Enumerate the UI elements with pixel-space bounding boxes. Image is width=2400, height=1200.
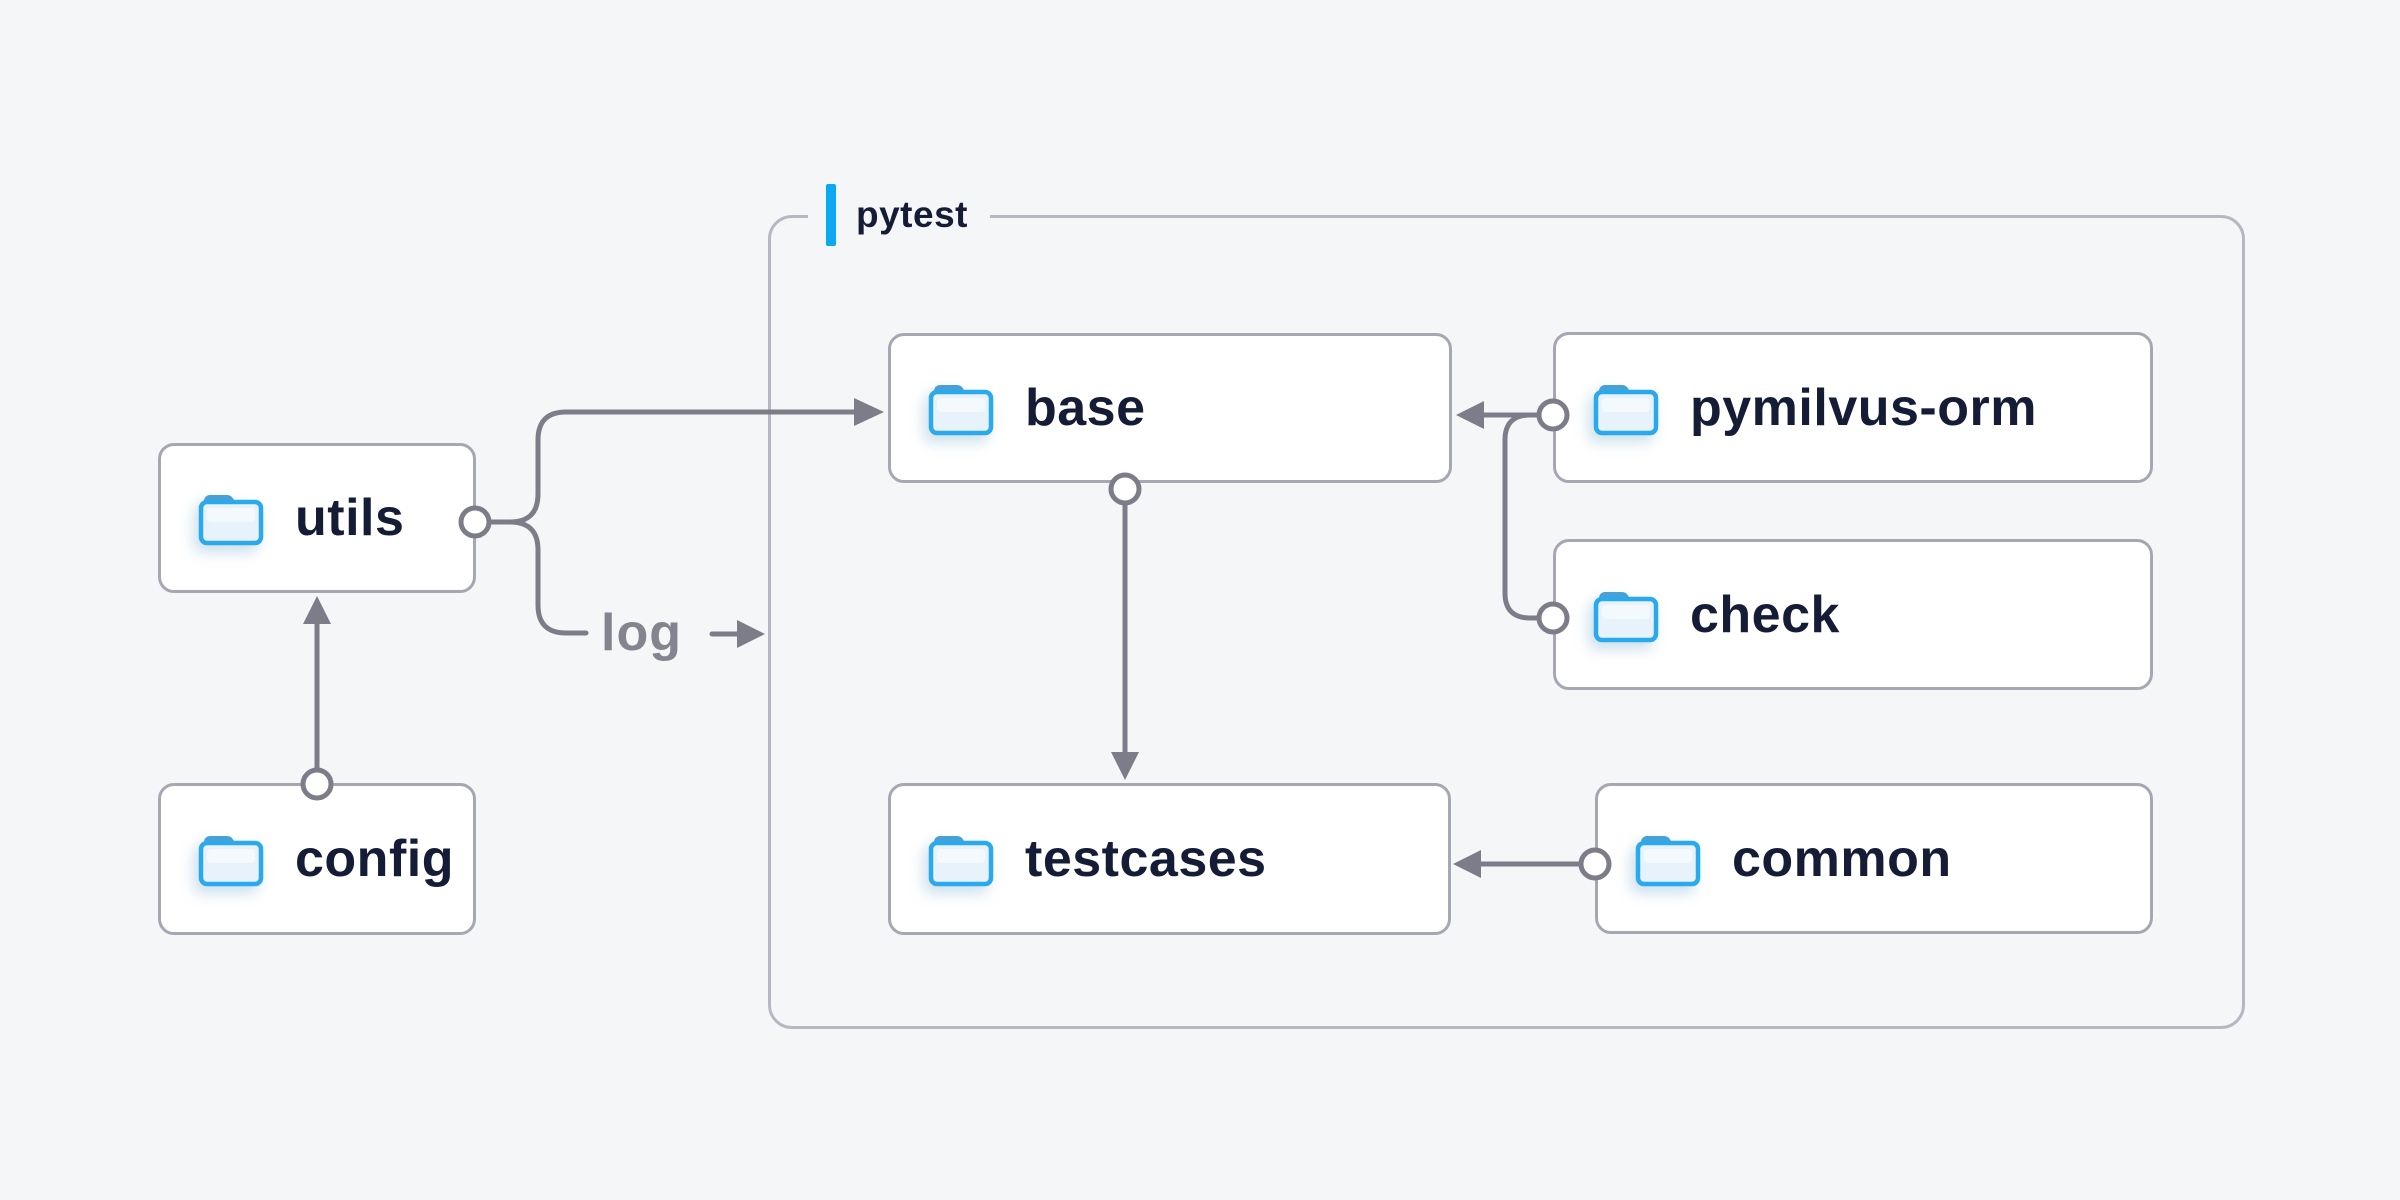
pytest-group-label: pytest — [808, 183, 990, 247]
node-label: pymilvus-orm — [1690, 378, 2037, 437]
folder-icon — [1593, 591, 1659, 642]
folder-icon — [928, 836, 994, 887]
folder-icon — [198, 836, 264, 887]
arrowhead-right — [737, 620, 765, 648]
node-label: check — [1690, 585, 1840, 644]
edge-utils-log — [507, 519, 589, 636]
edge-label-log: log — [601, 604, 682, 662]
folder-icon — [1635, 835, 1701, 886]
node-label: common — [1732, 829, 1952, 888]
node-config: config — [158, 783, 476, 935]
node-label: testcases — [1025, 830, 1267, 888]
node-testcases: testcases — [888, 783, 1451, 935]
node-check: check — [1553, 539, 2153, 690]
accent-bar — [826, 184, 836, 246]
group-title: pytest — [856, 194, 968, 235]
folder-icon — [198, 495, 264, 546]
node-label: utils — [295, 489, 405, 547]
node-label: config — [295, 830, 454, 888]
folder-icon — [928, 385, 994, 436]
folder-icon — [1593, 384, 1659, 435]
arrowhead-up — [303, 596, 331, 624]
node-utils: utils — [158, 443, 476, 593]
node-pymilvus-orm: pymilvus-orm — [1553, 332, 2153, 483]
node-base: base — [888, 333, 1452, 483]
node-label: base — [1025, 379, 1146, 437]
node-common: common — [1595, 783, 2153, 934]
pytest-group-container — [768, 215, 2245, 1029]
